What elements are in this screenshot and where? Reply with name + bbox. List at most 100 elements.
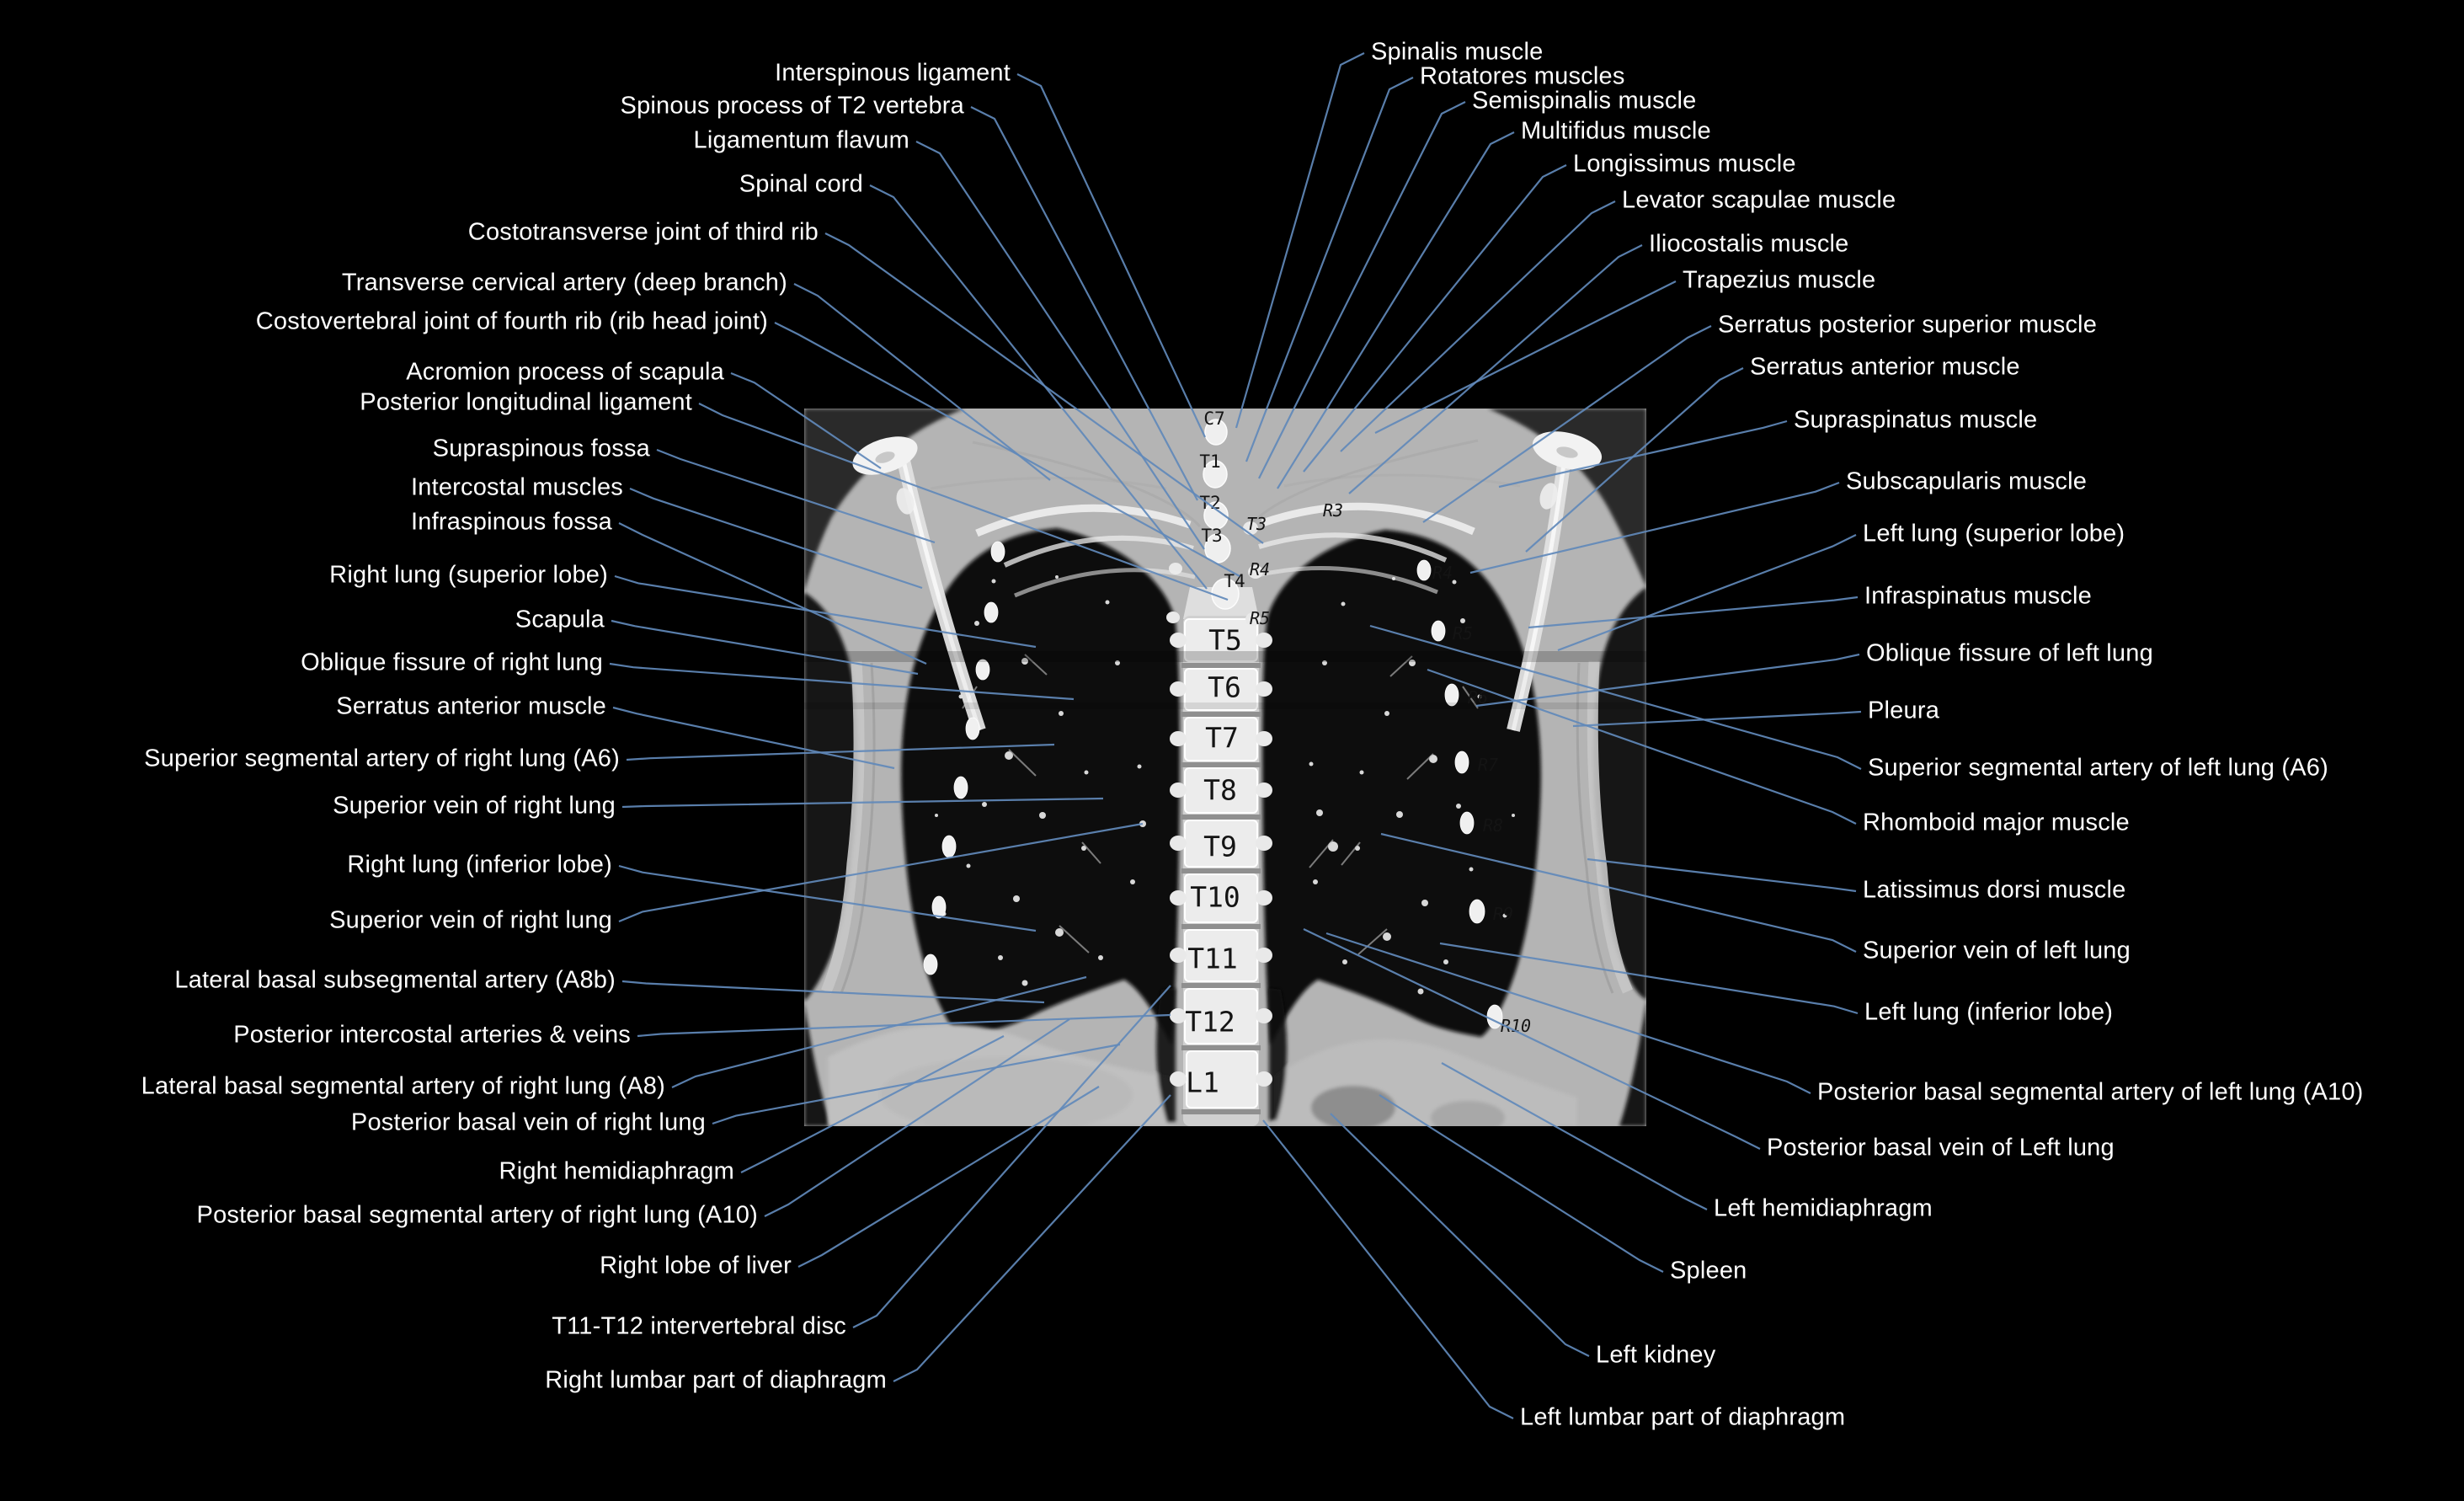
leader-line (915, 141, 1205, 550)
anatomy-label: Right hemidiaphragm (499, 1157, 734, 1185)
ct-scan-image: C7T1T2T3T3T4R3R4R4R5R5R6R7R8R9R10T5T6T7T… (804, 409, 1646, 1126)
anatomy-label: T11-T12 intervertebral disc (552, 1312, 846, 1340)
anatomy-label: Left lumbar part of diaphragm (1520, 1403, 1846, 1431)
leader-line (621, 980, 1045, 1004)
ct-overlay-label: T3 (1246, 514, 1267, 534)
ct-overlay-label: T6 (1208, 671, 1241, 704)
anatomy-label: Lateral basal subsegmental artery (A8b) (174, 966, 616, 994)
ct-overlay-label: T1 (1199, 451, 1220, 472)
leader-line (698, 403, 1229, 601)
anatomy-label: Posterior basal vein of right lung (350, 1108, 706, 1136)
leader-line (852, 985, 1171, 1328)
ct-overlay-label: R8 (1483, 815, 1503, 836)
leader-line (774, 322, 1240, 577)
leader-line (1330, 1113, 1590, 1357)
leader-line (1427, 668, 1857, 825)
anatomy-label: Iliocostalis muscle (1649, 230, 1849, 258)
leader-line (1439, 942, 1859, 1015)
leader-line (1016, 73, 1206, 438)
leader-line (618, 822, 1144, 923)
leader-line (764, 1018, 1070, 1217)
anatomy-label: Right lung (inferior lobe) (347, 851, 612, 879)
anatomy-label: Superior vein of right lung (329, 906, 612, 934)
leader-line (621, 797, 1104, 809)
anatomy-label: Latissimus dorsi muscle (1863, 876, 2126, 904)
ct-artifact-band (804, 651, 1646, 662)
leader-line (869, 184, 1208, 590)
anatomy-label: Oblique fissure of right lung (301, 649, 603, 676)
vertebral-column (1166, 419, 1272, 1126)
leader-line (618, 864, 1037, 932)
leader-line (1277, 131, 1515, 489)
ct-overlay-label: T9 (1203, 831, 1237, 863)
leader-line (1348, 244, 1643, 494)
ct-overlay-label: R4 (1432, 563, 1453, 583)
leader-line (1258, 101, 1466, 479)
ct-overlay-label: T5 (1208, 624, 1242, 657)
anatomy-label: Right lung (superior lobe) (329, 561, 608, 589)
anatomy-label: Serratus anterior muscle (1750, 353, 2020, 381)
leader-line (618, 522, 927, 665)
anatomy-label: Ligamentum flavum (693, 126, 909, 154)
anatomy-label: Posterior basal vein of Left lung (1767, 1134, 2115, 1162)
leader-line (1587, 857, 1857, 893)
leader-line (740, 1035, 1005, 1173)
ct-overlay-label: T7 (1205, 722, 1239, 755)
anatomy-label: Scapula (515, 606, 605, 633)
ct-overlay-label: R4 (1250, 559, 1270, 580)
anatomy-label: Superior vein of left lung (1863, 937, 2131, 964)
anatomy-label: Longissimus muscle (1573, 150, 1796, 178)
leader-line (1498, 419, 1788, 489)
ct-artifact-band-2 (804, 702, 1646, 709)
anatomy-label: Serratus anterior muscle (336, 692, 606, 720)
leader-line (793, 283, 1051, 481)
anatomy-label: Interspinous ligament (775, 59, 1011, 87)
anatomy-label: Superior segmental artery of left lung (… (1868, 754, 2328, 782)
leader-line (1572, 710, 1862, 728)
anatomy-label: Costovertebral joint of fourth rib (rib … (255, 307, 768, 335)
leader-line (1379, 1094, 1664, 1273)
ct-overlay-label: C7 (1203, 409, 1224, 429)
anatomy-label: Serratus posterior superior muscle (1718, 311, 2098, 339)
leader-line (1374, 280, 1677, 434)
anatomy-label: Infraspinatus muscle (1864, 582, 2092, 610)
upper-vertebra-knobs (1203, 419, 1240, 610)
anatomy-label: Oblique fissure of left lung (1866, 639, 2153, 667)
leader-line (1557, 534, 1857, 652)
leader-line (1303, 164, 1567, 473)
diaphragm-liver-spleen (828, 988, 1577, 1126)
anatomy-label: Spleen (1670, 1257, 1747, 1285)
ct-overlay-label: T10 (1190, 881, 1240, 914)
anatomy-label: Left hemidiaphragm (1714, 1194, 1933, 1222)
leader-line (730, 371, 882, 469)
ct-overlay-label: R5 (1250, 608, 1270, 628)
anatomy-label: Supraspinous fossa (432, 435, 650, 462)
leader-line (1340, 200, 1616, 452)
leader-line (1475, 653, 1860, 708)
anatomy-label: Spinal cord (739, 170, 863, 198)
leader-line (1528, 596, 1859, 629)
ct-overlay-label: T12 (1185, 1006, 1235, 1039)
anatomy-label: Supraspinatus muscle (1794, 406, 2038, 434)
ct-overlay-label: T11 (1187, 943, 1238, 975)
anatomy-label: Costotransverse joint of third rib (467, 218, 819, 246)
leader-line (797, 1086, 1100, 1268)
ct-overlay-label: L1 (1186, 1066, 1219, 1099)
ct-overlay-label: R9 (1493, 904, 1513, 924)
anatomy-label: Posterior intercostal arteries & veins (233, 1021, 631, 1049)
anatomy-label: Infraspinous fossa (411, 508, 612, 536)
anatomy-label: Trapezius muscle (1683, 266, 1876, 294)
anatomy-label: Intercostal muscles (411, 473, 623, 501)
ct-overlay-label: R7 (1478, 755, 1498, 775)
anatomy-label: Multifidus muscle (1521, 117, 1711, 145)
anatomy-label: Semispinalis muscle (1472, 87, 1697, 115)
anatomy-label: Lateral basal segmental artery of right … (141, 1072, 665, 1100)
ct-overlay-label: T8 (1203, 774, 1237, 807)
leader-line (1235, 52, 1365, 429)
leader-line (1422, 325, 1712, 523)
anatomy-label: Rotatores muscles (1420, 62, 1625, 90)
anatomy-label: Rhomboid major muscle (1863, 809, 2130, 836)
